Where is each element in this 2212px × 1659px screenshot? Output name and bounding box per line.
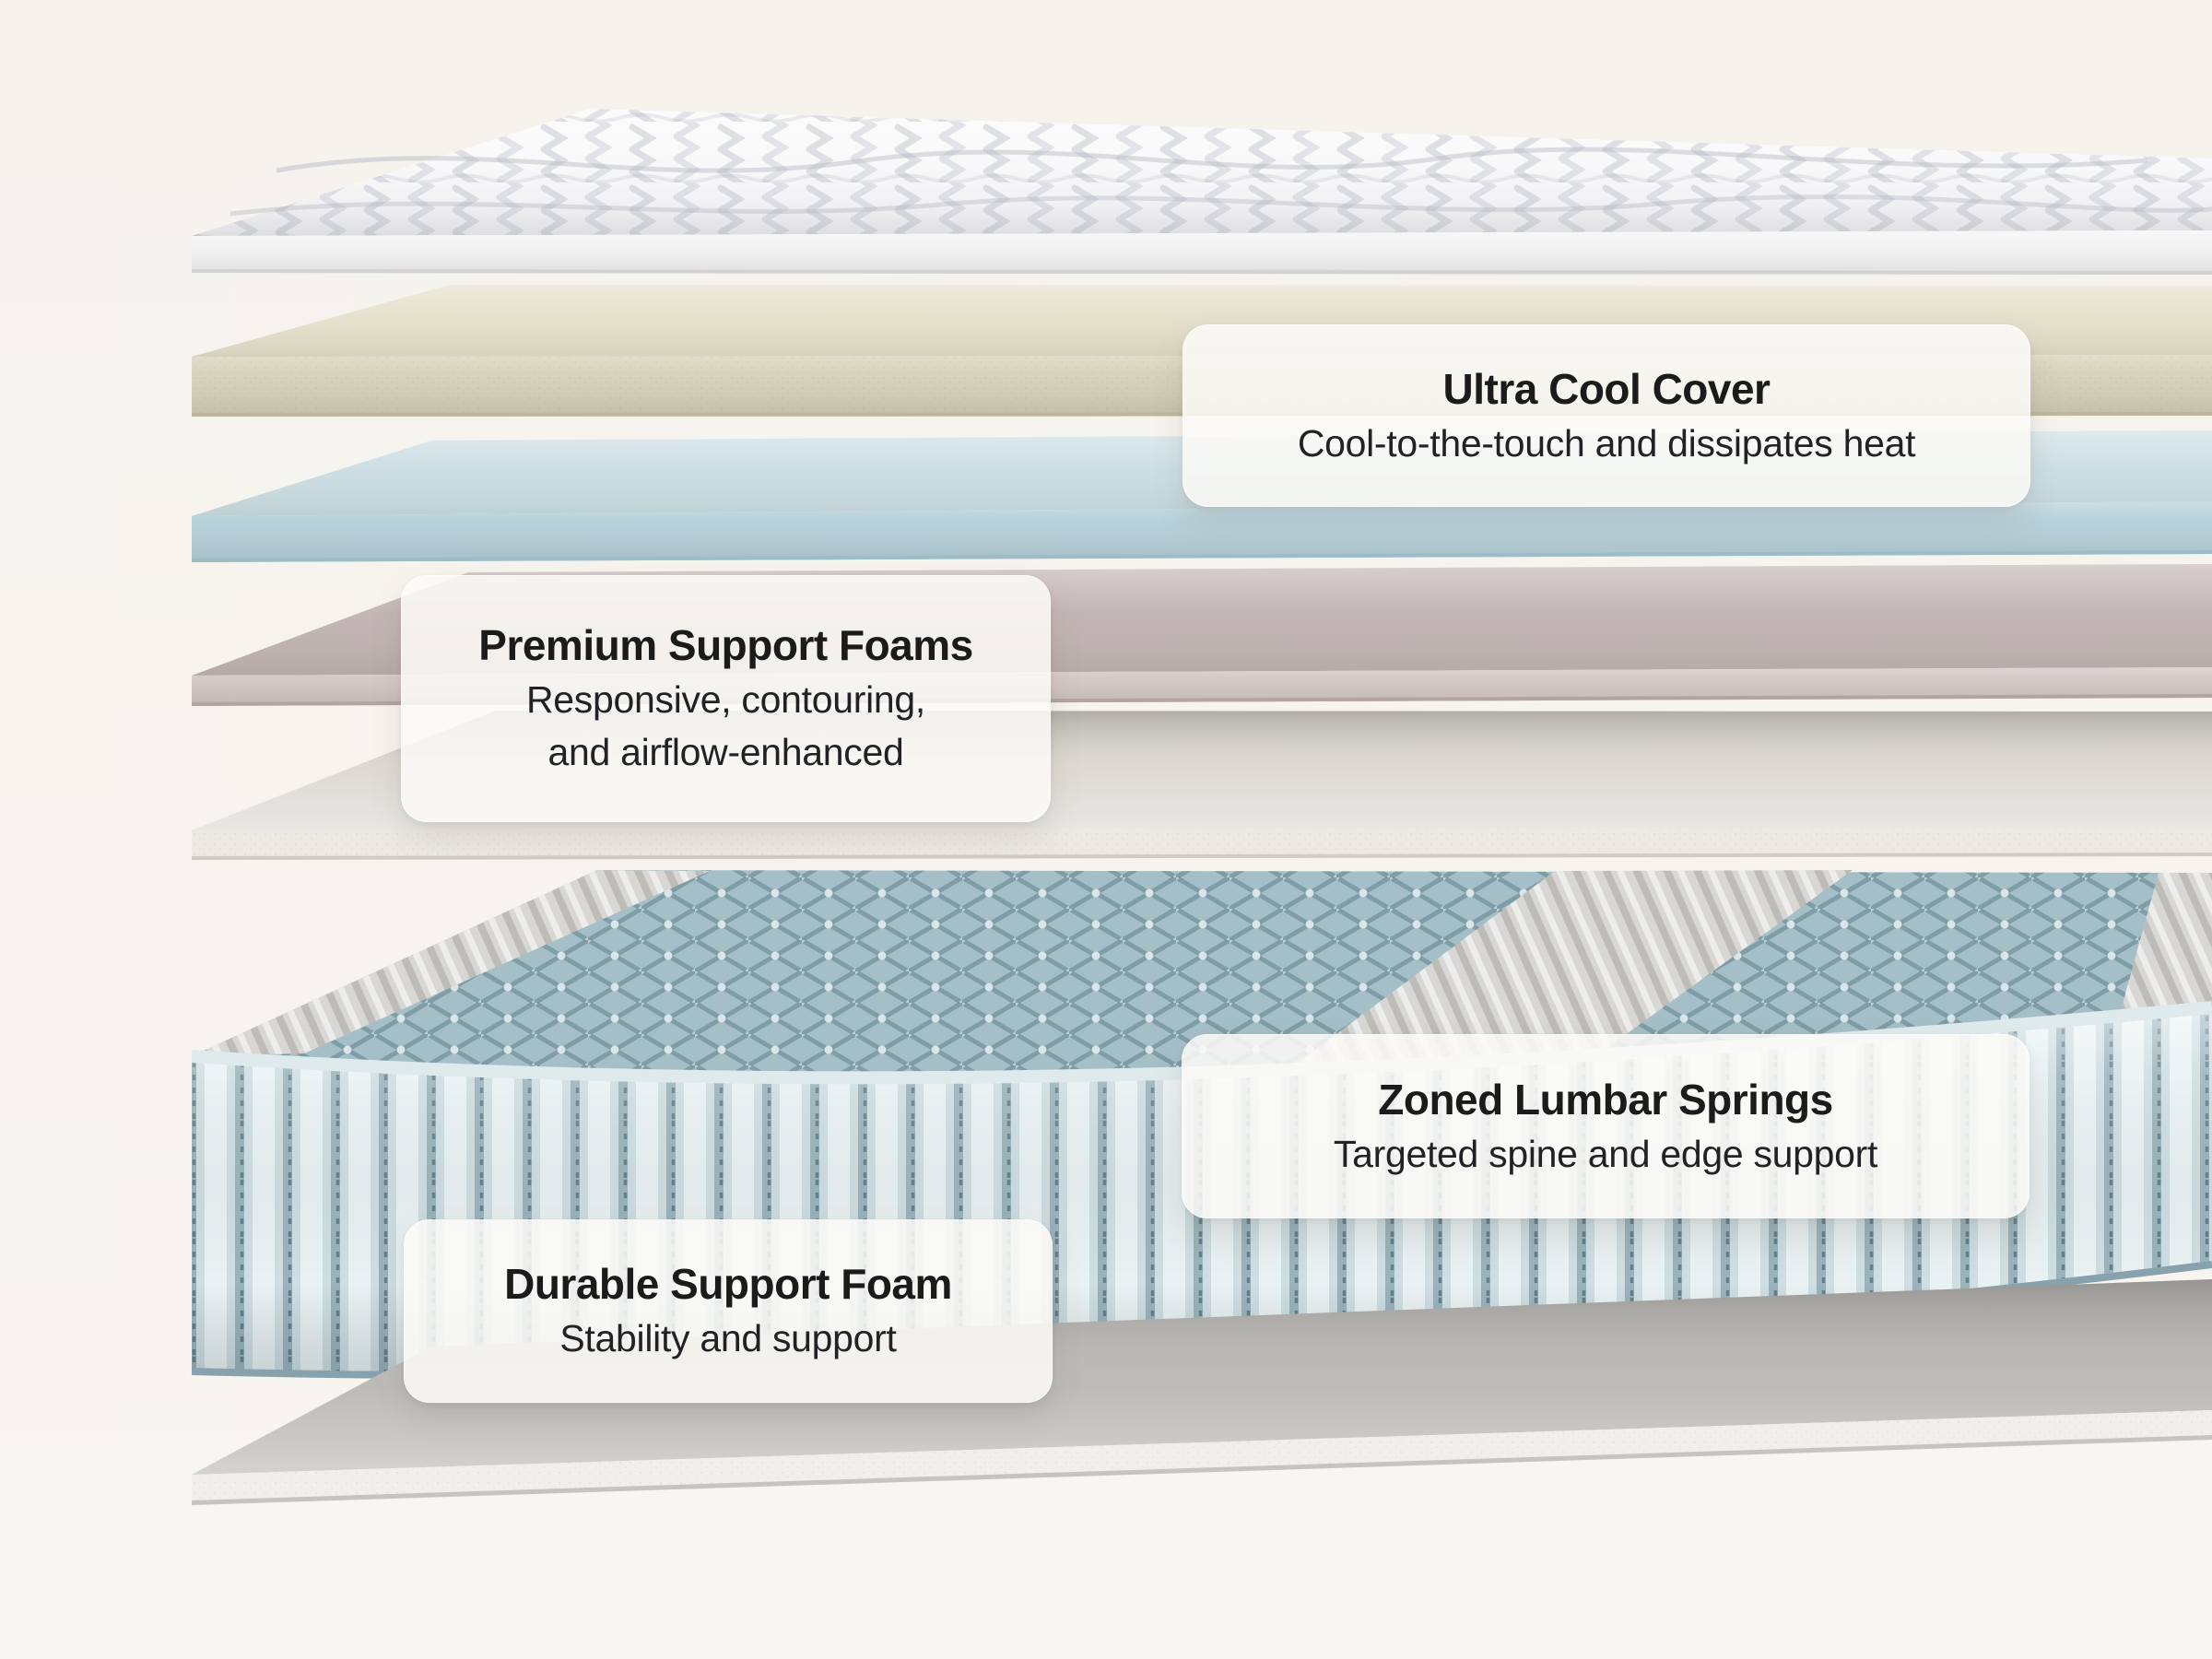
springs-right-edge-band-ribs [2120, 873, 2212, 1014]
thin-gray-sheet-front-texture [192, 827, 2212, 860]
callout-durable-support-foam: Durable Support Foam Stability and suppo… [404, 1219, 1053, 1403]
cover-bottom-edge [192, 269, 2212, 275]
base-foam-top-shading [192, 1279, 2212, 1475]
callout-subtitle: Stability and support [559, 1317, 897, 1360]
base-foam-bottom-edge [192, 1435, 2212, 1505]
cover-top-shading [192, 109, 2212, 236]
cover-front-shading [192, 230, 2212, 275]
blue-foam-bottom-edge [192, 550, 2212, 562]
callout-subtitle-line-1: Responsive, contouring, [526, 677, 925, 721]
callout-subtitle: Cool-to-the-touch and dissipates heat [1297, 421, 1916, 465]
base-foam-layer [192, 1279, 2212, 1505]
callout-title: Durable Support Foam [504, 1260, 952, 1309]
callout-title: Zoned Lumbar Springs [1378, 1075, 1833, 1124]
callout-subtitle-line-2: and airflow-enhanced [547, 731, 904, 774]
base-foam-front-texture [192, 1410, 2212, 1505]
cover-layer [192, 109, 2212, 275]
callout-subtitle: Targeted spine and edge support [1333, 1132, 1878, 1175]
thin-gray-sheet-bottom-edge [192, 853, 2212, 860]
blue-foam-front-shading [192, 501, 2212, 562]
callout-ultra-cool-cover: Ultra Cool Cover Cool-to-the-touch and d… [1182, 324, 2030, 507]
callout-title: Premium Support Foams [478, 621, 973, 670]
springs-left-edge-band-ribs [192, 870, 710, 1056]
callout-zoned-lumbar-springs: Zoned Lumbar Springs Targeted spine and … [1182, 1034, 2030, 1218]
callout-title: Ultra Cool Cover [1442, 364, 1771, 413]
callout-premium-support-foams: Premium Support Foams Responsive, contou… [401, 575, 1051, 822]
